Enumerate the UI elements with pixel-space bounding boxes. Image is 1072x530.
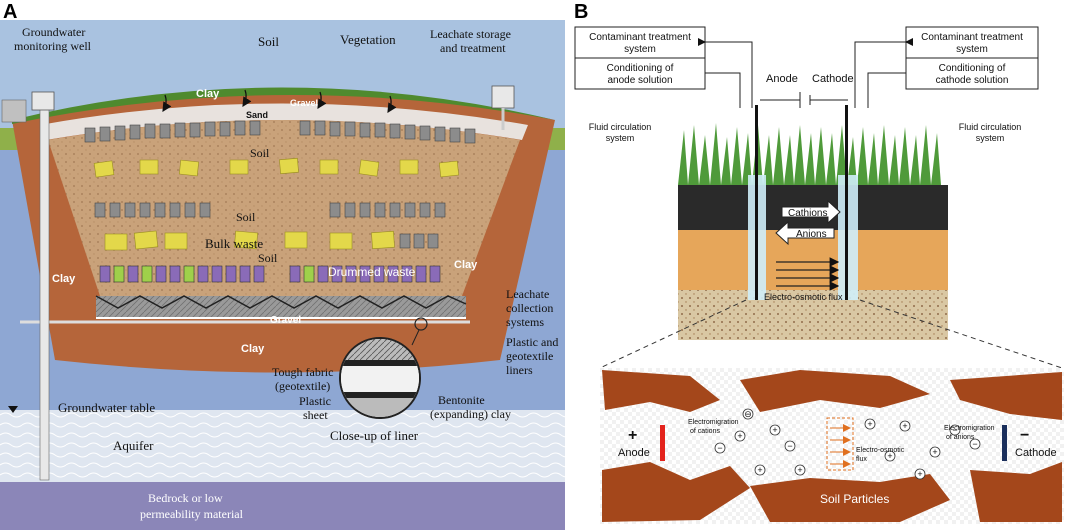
label-tough-fabric: Tough fabric (geotextile) (272, 365, 336, 393)
label-eo-flux: Electro-osmotic flux (764, 292, 843, 302)
label-groundwater-well: Groundwater monitoring well (14, 25, 92, 53)
label-eo-flux-small: Electro-osmotic flux (856, 447, 906, 463)
particle-1 (602, 370, 720, 412)
label-gravel-top: Gravel (290, 98, 318, 108)
particle-4 (602, 462, 750, 522)
label-soil-1: Soil (250, 146, 270, 160)
label-electromigration-anions: Electromigration of anions (944, 425, 997, 441)
cathode-bar (1002, 425, 1007, 461)
anode-plus-sign: + (628, 427, 637, 444)
ion-symbols: ⊖ + + − + + + + + + − + − − (714, 408, 981, 480)
label-soil-3: Soil (258, 251, 278, 265)
svg-text:⊖: ⊖ (744, 409, 752, 419)
svg-text:+: + (932, 447, 937, 457)
label-gravel-bottom: Gravel (270, 315, 301, 326)
waste-blocks-row-2 (93, 157, 460, 178)
label-plastic-sheet: Plastic sheet (299, 394, 334, 422)
label-soil-top: Soil (258, 34, 279, 49)
svg-text:+: + (887, 451, 892, 461)
label-clay-top: Clay (196, 88, 220, 100)
label-drummed-waste: Drummed waste (328, 265, 416, 279)
svg-text:Cathions: Cathions (788, 208, 827, 219)
label-cathode-bottom: Cathode (1015, 447, 1057, 459)
leachate-storage-tank (491, 85, 515, 109)
label-plastic-geotextile: Plastic and geotextile liners (506, 335, 561, 377)
label-bulk-waste: Bulk waste (205, 236, 263, 251)
label-clay-bottom: Clay (241, 343, 265, 355)
svg-text:+: + (737, 431, 742, 441)
label-bentonite: Bentonite (expanding) clay (430, 393, 511, 421)
monitoring-well-pipe (39, 99, 50, 481)
label-anode-top: Anode (766, 73, 798, 85)
bedrock-zone (0, 482, 565, 530)
label-aquifer: Aquifer (113, 438, 154, 453)
svg-text:−: − (952, 425, 957, 435)
label-closeup: Close-up of liner (330, 428, 419, 443)
label-vegetation: Vegetation (340, 32, 396, 47)
cations-arrow: Cathions (781, 199, 841, 225)
label-electromigration-cations: Electromigration of cations (688, 419, 741, 435)
label-leachate-storage: Leachate storage and treatment (430, 27, 514, 55)
svg-text:−: − (972, 439, 977, 449)
label-soil-2: Soil (236, 210, 256, 224)
particle-6 (970, 462, 1062, 522)
label-soil-particles: Soil Particles (820, 492, 889, 506)
particle-2 (740, 370, 930, 412)
soil-block (678, 105, 948, 340)
svg-text:+: + (797, 465, 802, 475)
svg-text:+: + (902, 421, 907, 431)
svg-text:−: − (787, 441, 792, 451)
sand-layer (40, 103, 528, 140)
particle-3 (950, 372, 1062, 420)
anode-bar (660, 425, 665, 461)
water-table-marker (8, 406, 18, 413)
panel-a-letter: A (3, 1, 17, 23)
waste-blocks-row-4 (104, 230, 395, 251)
inset-soil-particles: ⊖ + + − + + + + + + − + − − + Anode − Ca… (600, 368, 1064, 524)
monitoring-well-head (31, 91, 55, 111)
label-clay-left: Clay (52, 273, 76, 285)
label-anode-bottom: Anode (618, 447, 650, 459)
liner-closeup (339, 317, 428, 419)
svg-text:+: + (917, 469, 922, 479)
svg-text:Anions: Anions (796, 229, 827, 240)
drums-row-5 (99, 265, 441, 283)
drums-row-3 (94, 202, 446, 218)
vegetation-cap (12, 87, 555, 124)
particle-5 (750, 474, 950, 522)
svg-text:+: + (757, 465, 762, 475)
svg-text:+: + (867, 419, 872, 429)
svg-text:−: − (717, 443, 722, 453)
label-clay-right: Clay (454, 259, 478, 271)
collection-zigzag (95, 295, 467, 309)
label-leachate-collection: Leachate collection systems (506, 287, 556, 329)
infiltration-arrows (162, 89, 397, 114)
eo-flux-arrows (776, 257, 840, 291)
circulation-lines (698, 38, 913, 108)
svg-text:+: + (772, 425, 777, 435)
panel-a: A (0, 1, 565, 530)
cathode-minus-sign: − (1020, 427, 1029, 444)
label-bedrock: Bedrock or low permeability material (140, 491, 244, 521)
label-groundwater-table: Groundwater table (58, 400, 155, 415)
label-sand: Sand (246, 110, 268, 120)
label-cathode-top: Cathode (812, 73, 854, 85)
anions-arrow: Anions (775, 220, 835, 246)
drums-gray-row-4 (399, 233, 439, 249)
panel-b-letter: B (574, 1, 588, 23)
drums-row-1 (84, 120, 476, 144)
left-structure (1, 99, 27, 123)
